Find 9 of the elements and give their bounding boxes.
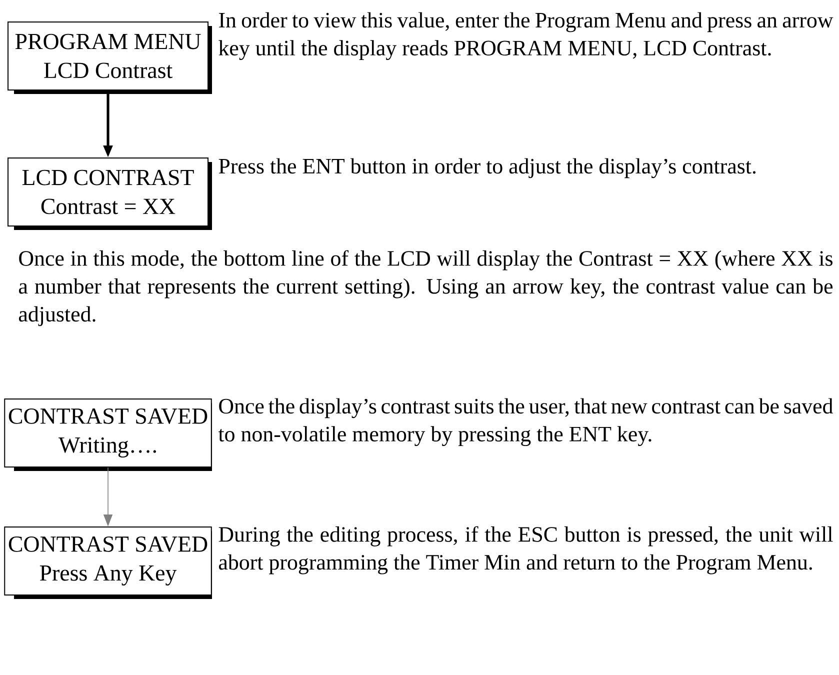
description-text: Press the ENT button in order to adjust the display’s contrast. xyxy=(218,158,756,178)
display-box: CONTRAST SAVED Press Any Key xyxy=(4,526,212,599)
display-box: CONTRAST SAVED Writing…. xyxy=(4,398,212,471)
description-text: In order to view this value, enter the Program Menu and press an arrow key until the display reads PROGRAM MENU, LCD Contrast. xyxy=(218,12,834,60)
description-text: During the editing process, if the ESC button is pressed, the unit will abort programming the Timer Min and return to the Program Menu. xyxy=(218,526,833,574)
display-box: LCD CONTRAST Contrast = XX xyxy=(8,158,212,230)
paragraph: Once in this mode, the bottom line of the LCD will display the Contrast = XX (where XX is a number that represents the current setting). Using an arrow key, the contrast value can be adjusted. xyxy=(18,250,833,326)
display-box: PROGRAM MENU LCD Contrast xyxy=(8,22,212,94)
description-text: Once the display’s contrast suits the user, that new contrast can be saved to non-volatile memory by pressing the ENT key. xyxy=(218,398,833,446)
